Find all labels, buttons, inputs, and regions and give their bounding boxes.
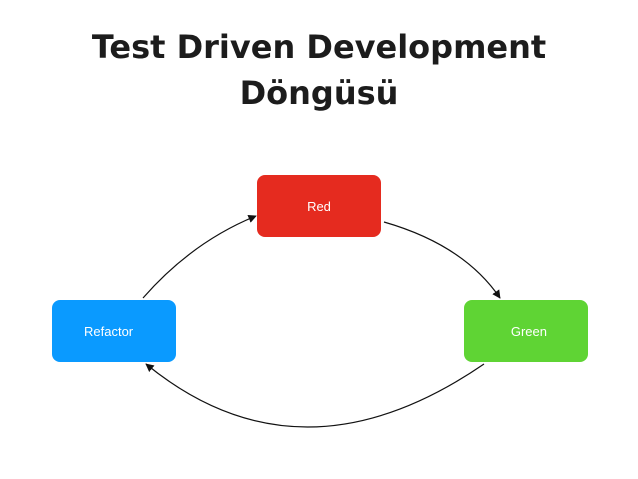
node-green: Green xyxy=(464,300,588,362)
node-green-label: Green xyxy=(510,323,547,339)
node-red: Red xyxy=(257,175,381,237)
title-line-1: Test Driven Development xyxy=(91,28,547,66)
page-title: Test Driven Development Döngüsü xyxy=(0,24,638,116)
arrow-refactor-to-red xyxy=(142,214,257,299)
node-refactor: Refactor xyxy=(52,300,176,362)
title-line-2: Döngüsü xyxy=(239,74,399,112)
arrow-red-to-green xyxy=(383,221,501,299)
node-red-label: Red xyxy=(307,198,331,214)
node-refactor-label: Refactor xyxy=(84,323,134,339)
arrow-green-to-refactor xyxy=(145,363,485,428)
